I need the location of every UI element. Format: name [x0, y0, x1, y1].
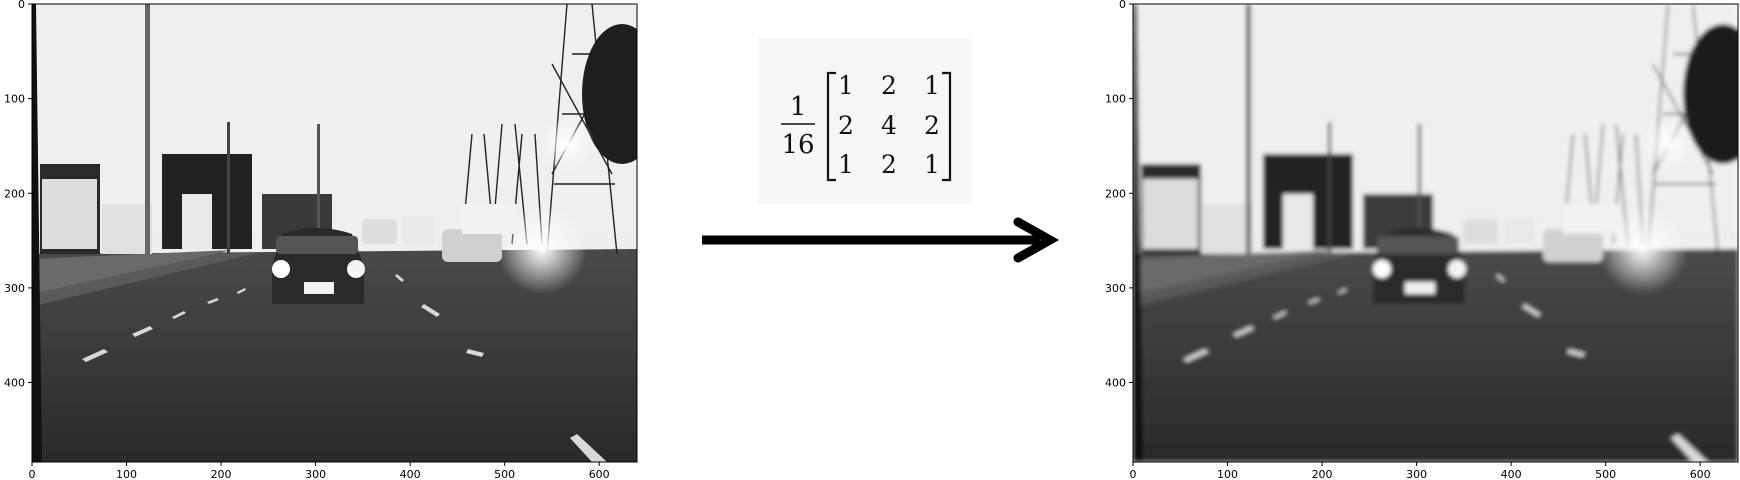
y-tick-label: 400	[1105, 377, 1126, 390]
x-tick-label: 100	[116, 468, 137, 480]
x-tick-label: 200	[211, 468, 232, 480]
y-tick-label: 0	[18, 0, 25, 11]
kernel-numerator: 1	[790, 92, 807, 122]
y-tick-label: 200	[1105, 187, 1126, 200]
kernel-panel: 1 16 1 2 1 2 4 2 1 2 1	[758, 38, 972, 204]
y-tick-label: 300	[4, 282, 25, 295]
kernel-cell: 1	[924, 150, 940, 179]
x-tick-label: 400	[400, 468, 421, 480]
y-tick-label: 100	[1105, 93, 1126, 106]
kernel-cell: 1	[838, 150, 854, 179]
right-plot: 0 100 200 300 400 500 600 0 100 200 300 400	[1105, 0, 1739, 480]
x-tick-label: 0	[29, 468, 36, 480]
right-bracket	[942, 71, 952, 182]
kernel-cell: 1	[924, 71, 940, 100]
left-y-axis: 0 100 200 300 400	[4, 0, 32, 390]
x-tick-label: 500	[1595, 468, 1616, 480]
x-tick-label: 500	[494, 468, 515, 480]
x-tick-label: 600	[1690, 468, 1711, 480]
right-y-axis: 0 100 200 300 400	[1105, 0, 1133, 390]
right-plot-frame	[1132, 3, 1739, 463]
kernel-background	[758, 38, 972, 204]
kernel-denominator: 16	[781, 130, 814, 160]
x-tick-label: 0	[1130, 468, 1137, 480]
kernel-cell: 2	[924, 111, 940, 140]
kernel-cell: 1	[838, 71, 854, 100]
x-tick-label: 200	[1312, 468, 1333, 480]
left-x-axis: 0 100 200 300 400 500 600	[29, 462, 610, 480]
x-tick-label: 100	[1217, 468, 1238, 480]
y-tick-label: 400	[4, 377, 25, 390]
y-tick-label: 200	[4, 187, 25, 200]
left-bracket	[826, 71, 836, 182]
x-tick-label: 600	[589, 468, 610, 480]
kernel-cell: 4	[881, 111, 897, 140]
kernel-cell: 2	[881, 71, 897, 100]
y-tick-label: 300	[1105, 282, 1126, 295]
left-plot-frame	[31, 3, 638, 463]
x-tick-label: 300	[1406, 468, 1427, 480]
x-tick-label: 300	[305, 468, 326, 480]
left-plot: 0 100 200 300 400 500 600 0 100 200 300 400	[4, 0, 638, 480]
right-x-axis: 0 100 200 300 400 500 600	[1130, 462, 1711, 480]
right-arrow-icon	[702, 217, 1060, 263]
kernel-matrix: 1 2 1 2 4 2 1 2 1	[838, 71, 940, 179]
y-tick-label: 100	[4, 93, 25, 106]
y-tick-label: 0	[1119, 0, 1126, 11]
kernel-cell: 2	[838, 111, 854, 140]
right-image	[1133, 4, 1738, 462]
x-tick-label: 400	[1501, 468, 1522, 480]
kernel-cell: 2	[881, 150, 897, 179]
left-image	[32, 4, 637, 462]
